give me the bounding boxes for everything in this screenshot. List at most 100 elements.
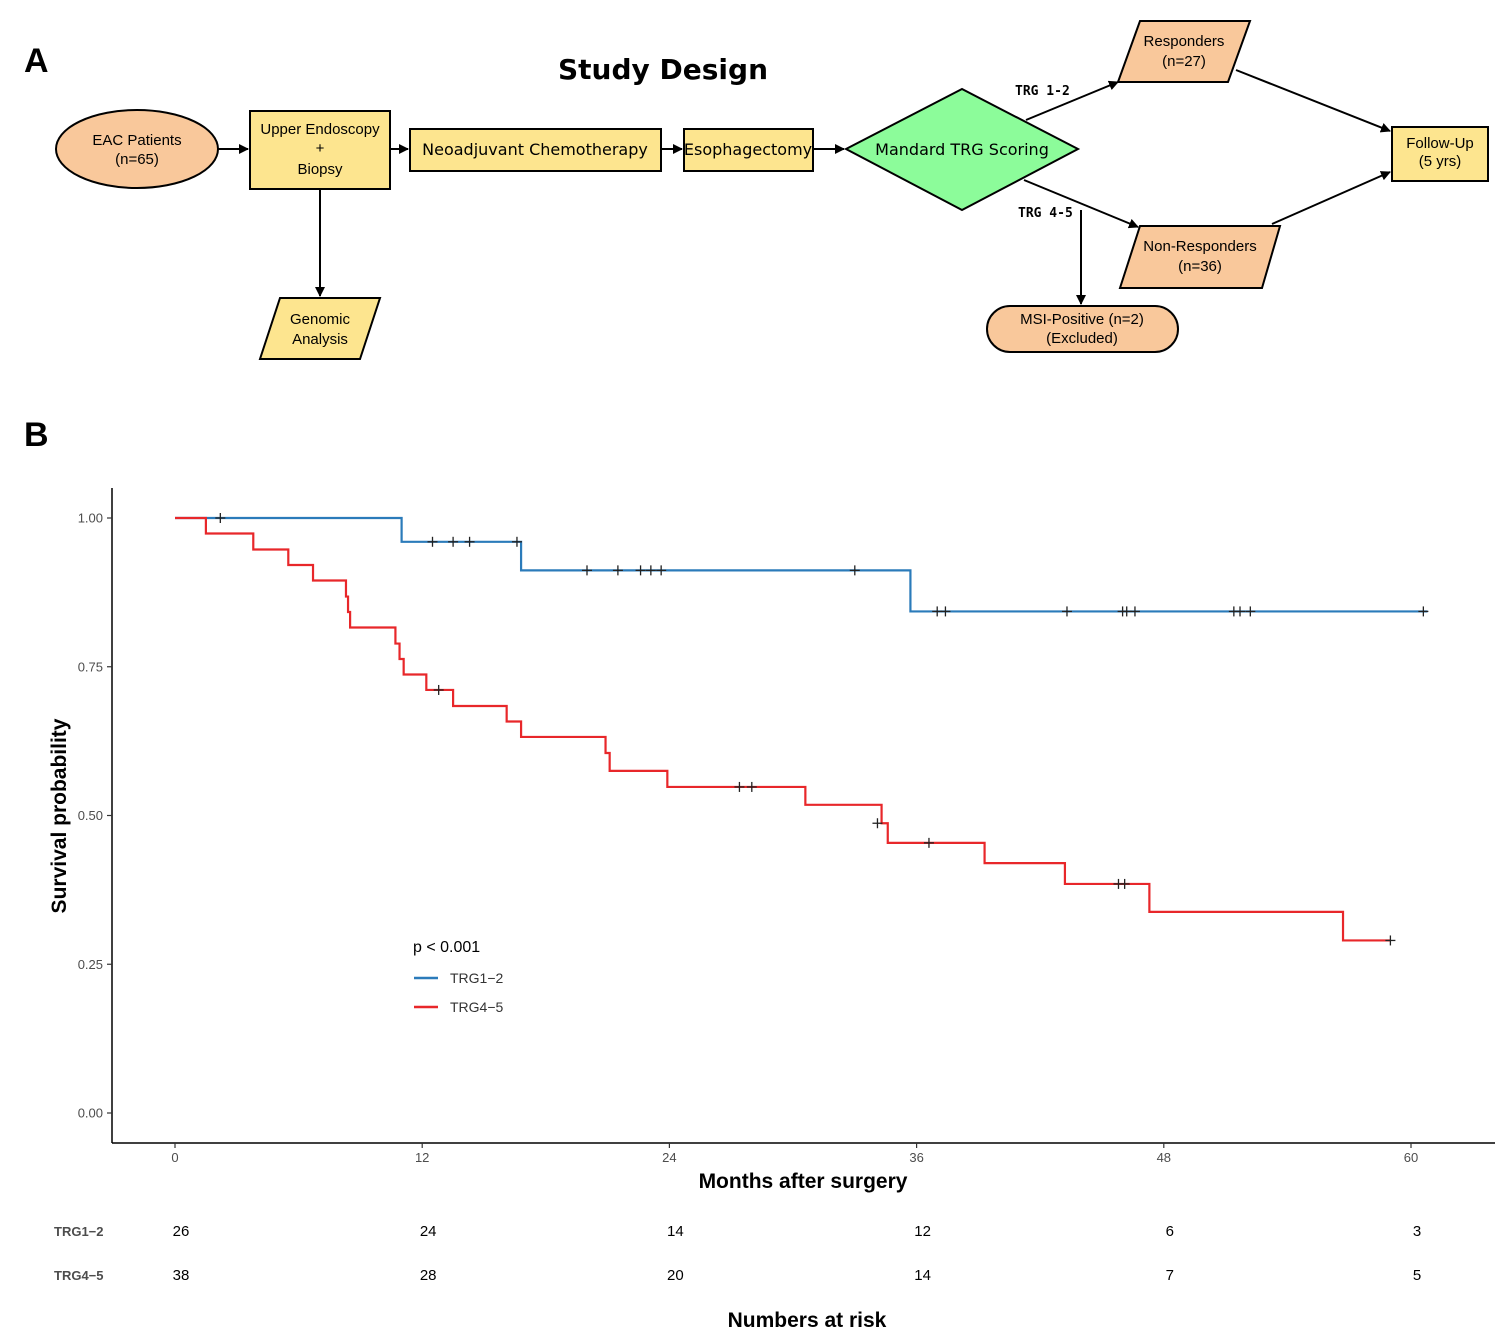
y-tick-label: 0.25 [78, 957, 103, 972]
censor-mark [1385, 935, 1396, 946]
censor-mark [1129, 606, 1140, 617]
censor-mark [1235, 606, 1246, 617]
node-genomic-analysis: Genomic Analysis [258, 297, 382, 360]
legend: p < 0.001 TRG1−2 TRG4−5 [413, 939, 504, 1015]
arrow-responders-followup [1235, 69, 1391, 133]
nonresponders-count: (n=36) [1178, 258, 1222, 275]
followup-label: Follow-Up [1406, 135, 1474, 152]
censor-mark [1418, 606, 1429, 617]
censor-mark [656, 565, 667, 576]
chemo-label: Neoadjuvant Chemotherapy [422, 140, 648, 159]
responders-count: (n=27) [1162, 53, 1206, 70]
mandard-label: Mandard TRG Scoring [875, 140, 1049, 159]
risk-value: 12 [914, 1223, 931, 1240]
y-tick-label: 1.00 [78, 511, 103, 526]
y-ticks: 0.00 0.25 0.50 0.75 1.00 [78, 511, 112, 1121]
survival-curves [175, 516, 1428, 942]
risk-value: 14 [914, 1267, 931, 1284]
risk-value: 20 [667, 1267, 684, 1284]
censor-mark [1061, 606, 1072, 617]
x-tick-label: 48 [1157, 1150, 1171, 1165]
flow-arrows [218, 69, 1391, 305]
x-tick-label: 0 [171, 1150, 178, 1165]
censor-mark [1245, 606, 1256, 617]
endoscopy-line1: Upper Endoscopy [260, 121, 380, 138]
nonresponders-label: Non-Responders [1143, 238, 1256, 255]
x-tick-label: 36 [909, 1150, 923, 1165]
arrow-mandard-responders [1025, 80, 1119, 121]
x-tick-label: 60 [1404, 1150, 1418, 1165]
km-curve-trg12 [175, 516, 1428, 613]
y-axis-title: Survival probability [48, 718, 71, 913]
risk-value: 24 [420, 1223, 437, 1240]
genomic-line2: Analysis [292, 331, 348, 348]
node-non-responders: Non-Responders (n=36) [1118, 225, 1282, 289]
node-follow-up: Follow-Up (5 yrs) [1391, 126, 1489, 182]
censor-mark [215, 513, 226, 523]
genomic-line1: Genomic [290, 311, 351, 328]
censor-mark [427, 536, 438, 547]
risk-table-title: Numbers at risk [728, 1309, 887, 1332]
eac-label: EAC Patients [92, 132, 181, 149]
esophagectomy-label: Esophagectomy [684, 140, 812, 159]
node-eac-patients: EAC Patients (n=65) [55, 109, 219, 189]
arrow-mandard-nonresponders [1023, 179, 1139, 229]
panel-a: A Study Design EAC Patients (n=65) Upper… [24, 20, 1489, 360]
censor-mark [448, 536, 459, 547]
node-mandard-trg-scoring: Mandard TRG Scoring [843, 87, 1081, 212]
risk-row-label-trg45: TRG4−5 [54, 1268, 104, 1283]
edge-label-trg45: TRG 4-5 [1018, 206, 1073, 221]
risk-row-label-trg12: TRG1−2 [54, 1224, 104, 1239]
panel-a-label: A [24, 42, 49, 80]
censor-mark [734, 781, 745, 792]
responders-label: Responders [1144, 33, 1225, 50]
censor-mark [1119, 878, 1130, 889]
censor-mark [464, 536, 475, 547]
node-upper-endoscopy: Upper Endoscopy + Biopsy [249, 110, 391, 190]
endoscopy-line3: Biopsy [297, 161, 343, 178]
node-responders: Responders (n=27) [1116, 20, 1252, 83]
risk-value: 6 [1166, 1223, 1174, 1240]
study-design-title: Study Design [558, 53, 768, 86]
censor-mark [940, 606, 951, 617]
censor-mark [849, 565, 860, 576]
y-tick-label: 0.00 [78, 1106, 103, 1121]
legend-label-trg45: TRG4−5 [450, 999, 504, 1015]
endoscopy-line2: + [316, 140, 325, 157]
risk-value: 3 [1413, 1223, 1421, 1240]
msi-label: MSI-Positive (n=2) [1020, 311, 1144, 328]
risk-value: 26 [173, 1223, 190, 1240]
censor-mark [923, 837, 934, 848]
p-value: p < 0.001 [413, 939, 480, 956]
censor-mark [612, 565, 623, 576]
x-axis-title: Months after surgery [699, 1170, 908, 1193]
y-tick-label: 0.75 [78, 659, 103, 674]
y-tick-label: 0.50 [78, 808, 103, 823]
risk-value: 14 [667, 1223, 684, 1240]
x-tick-label: 12 [415, 1150, 429, 1165]
msi-status: (Excluded) [1046, 330, 1118, 347]
node-neoadjuvant-chemotherapy: Neoadjuvant Chemotherapy [409, 128, 662, 172]
panel-b-label: B [24, 416, 49, 454]
censor-mark [433, 684, 444, 695]
risk-value: 7 [1166, 1267, 1174, 1284]
arrow-nonresponders-followup [1271, 171, 1391, 225]
followup-duration: (5 yrs) [1419, 153, 1462, 170]
censor-mark [635, 565, 646, 576]
x-ticks: 0 12 24 36 48 60 [171, 1143, 1418, 1165]
censor-mark [872, 818, 883, 829]
censor-mark [511, 536, 522, 547]
censor-mark [582, 565, 592, 576]
censor-mark [746, 781, 757, 792]
legend-label-trg12: TRG1−2 [450, 970, 504, 986]
node-esophagectomy: Esophagectomy [683, 128, 814, 172]
censor-marks [215, 513, 1429, 946]
risk-value: 28 [420, 1267, 437, 1284]
x-tick-label: 24 [662, 1150, 676, 1165]
node-msi-positive: MSI-Positive (n=2) (Excluded) [986, 305, 1179, 353]
km-plot: 0.00 0.25 0.50 0.75 1.00 0 12 24 36 48 60 Surviva… [48, 488, 1495, 1193]
